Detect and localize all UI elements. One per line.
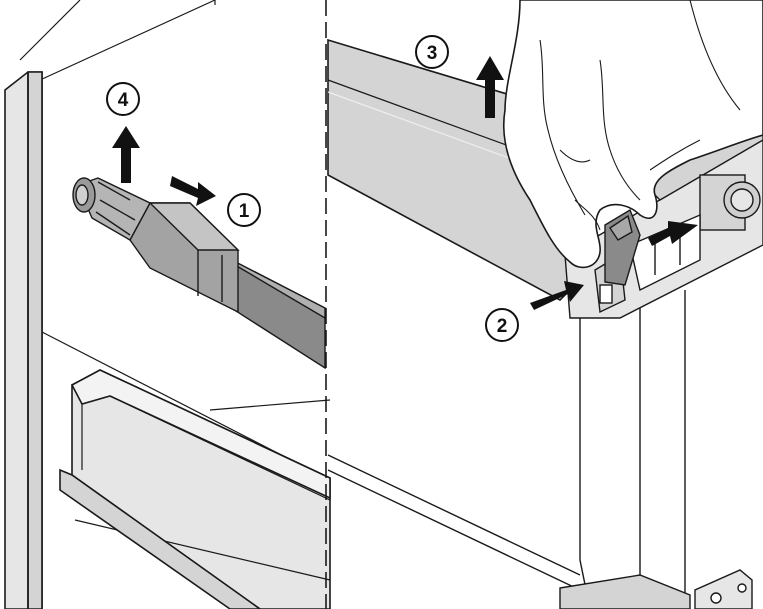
arrow-step-2-right <box>530 281 584 310</box>
arrow-step-3-up <box>476 56 504 118</box>
step-3-number: 3 <box>427 43 438 64</box>
step-1-number: 1 <box>239 201 250 222</box>
release-clip <box>604 208 641 286</box>
mounting-bracket <box>559 569 753 609</box>
cabinet-side-panel <box>4 71 43 609</box>
rod-tip <box>72 177 151 241</box>
step-3-callout: 3 <box>415 35 449 69</box>
step-2-number: 2 <box>497 316 508 337</box>
step-4-number: 4 <box>118 90 129 111</box>
right-panel: 3 2 <box>327 0 763 609</box>
cabinet-back-lines <box>19 0 216 81</box>
step-4-callout: 4 <box>106 82 140 116</box>
push-to-open-rod <box>72 177 326 370</box>
arrow-step-4-up <box>112 126 140 183</box>
arrow-step-1-right <box>170 176 216 206</box>
arrow-clip-left <box>648 221 698 246</box>
drawer-profile-left <box>59 369 331 609</box>
step-2-callout: 2 <box>485 308 519 342</box>
cabinet-shelf-line <box>209 399 331 411</box>
hand-illustration <box>502 0 763 269</box>
step-1-callout: 1 <box>227 193 261 227</box>
left-panel: 4 1 <box>4 0 331 609</box>
